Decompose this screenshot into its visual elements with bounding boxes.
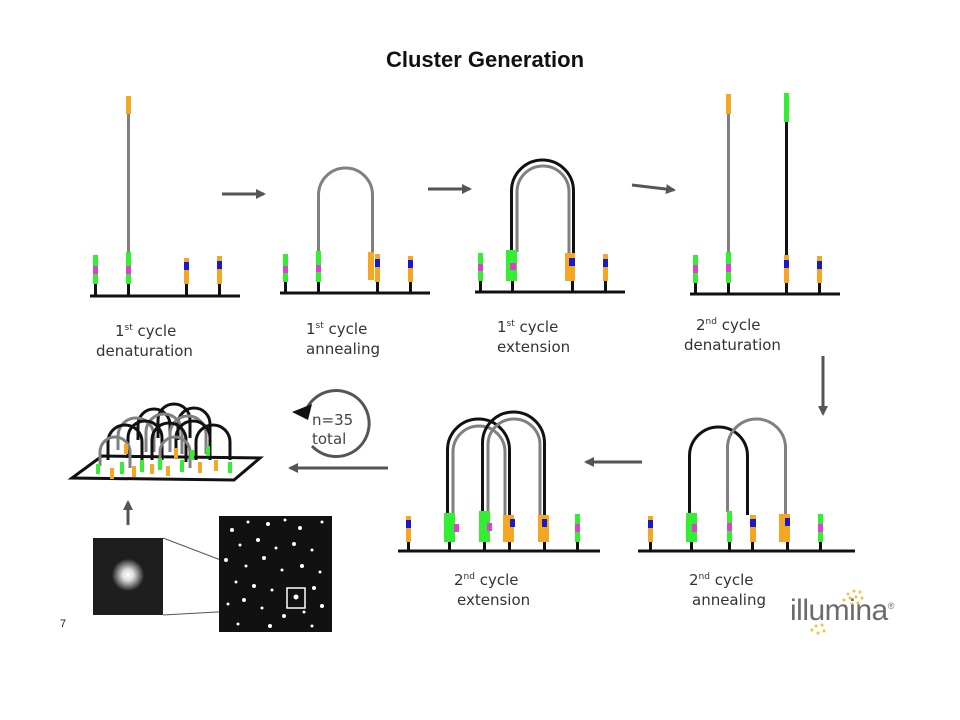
primer (779, 514, 790, 551)
primer (444, 513, 459, 551)
panel-1st-denaturation (90, 96, 240, 298)
copy-strand (446, 417, 511, 516)
primer (408, 256, 413, 293)
primer (506, 250, 517, 292)
primer (603, 254, 608, 292)
strand-tip (784, 93, 789, 122)
primer (818, 514, 823, 551)
step-caption-4: 2nd cycle denaturation (684, 316, 781, 354)
primer (565, 253, 575, 292)
primer (726, 252, 731, 294)
illumina-logo: illumina® (790, 594, 894, 627)
page-title: Cluster Generation (385, 47, 585, 72)
primer (538, 515, 549, 551)
step-caption-1: 1st cycle denaturation (96, 322, 193, 360)
primer (93, 255, 98, 296)
copy-strand (688, 425, 749, 515)
page-number: 7 (60, 618, 67, 630)
cluster-illustration (67, 402, 265, 482)
cycle-loop-icon (292, 388, 371, 458)
step-caption-3: 1st cycle extension (497, 318, 571, 356)
arrow-right-3 (631, 183, 676, 195)
primer (750, 515, 756, 551)
primer (817, 256, 822, 294)
primer (316, 251, 321, 293)
panel-2nd-denaturation (690, 93, 840, 296)
primer (375, 254, 380, 293)
template-strand (726, 417, 787, 516)
primer (727, 511, 732, 551)
primer (479, 511, 492, 551)
flowcell-image (219, 516, 332, 632)
panel-1st-annealing (280, 166, 430, 295)
primer (784, 255, 789, 294)
copy-strand (510, 158, 575, 254)
cluster-image-zoom (93, 537, 290, 616)
copy-strand (481, 410, 546, 516)
step-caption-5: 2nd cycle annealing (689, 571, 766, 609)
strand-tip (368, 252, 374, 280)
template-strand (317, 166, 374, 254)
step-caption-6: 2nd cycle extension (454, 571, 531, 609)
primer (503, 515, 515, 551)
primer (406, 516, 411, 551)
primer (184, 258, 189, 296)
strand-tip (126, 96, 131, 114)
panel-2nd-annealing (638, 417, 855, 553)
template-strand (451, 424, 507, 516)
primer (575, 514, 580, 551)
primer (648, 516, 653, 551)
template-strand (486, 417, 542, 516)
step-caption-2: 1st cycle annealing (306, 320, 380, 358)
primer (686, 513, 697, 551)
illumina-logo-dots (810, 589, 864, 635)
template-strand (515, 164, 571, 254)
process-arrows (123, 183, 828, 525)
panel-1st-extension (475, 158, 625, 294)
strand-tip (726, 94, 731, 114)
primer (283, 254, 288, 293)
primer (478, 253, 483, 292)
primer (693, 255, 698, 294)
primer (217, 256, 222, 296)
primer (126, 252, 131, 296)
loop-count: n=35 total (312, 411, 354, 448)
panel-2nd-extension (398, 410, 600, 553)
